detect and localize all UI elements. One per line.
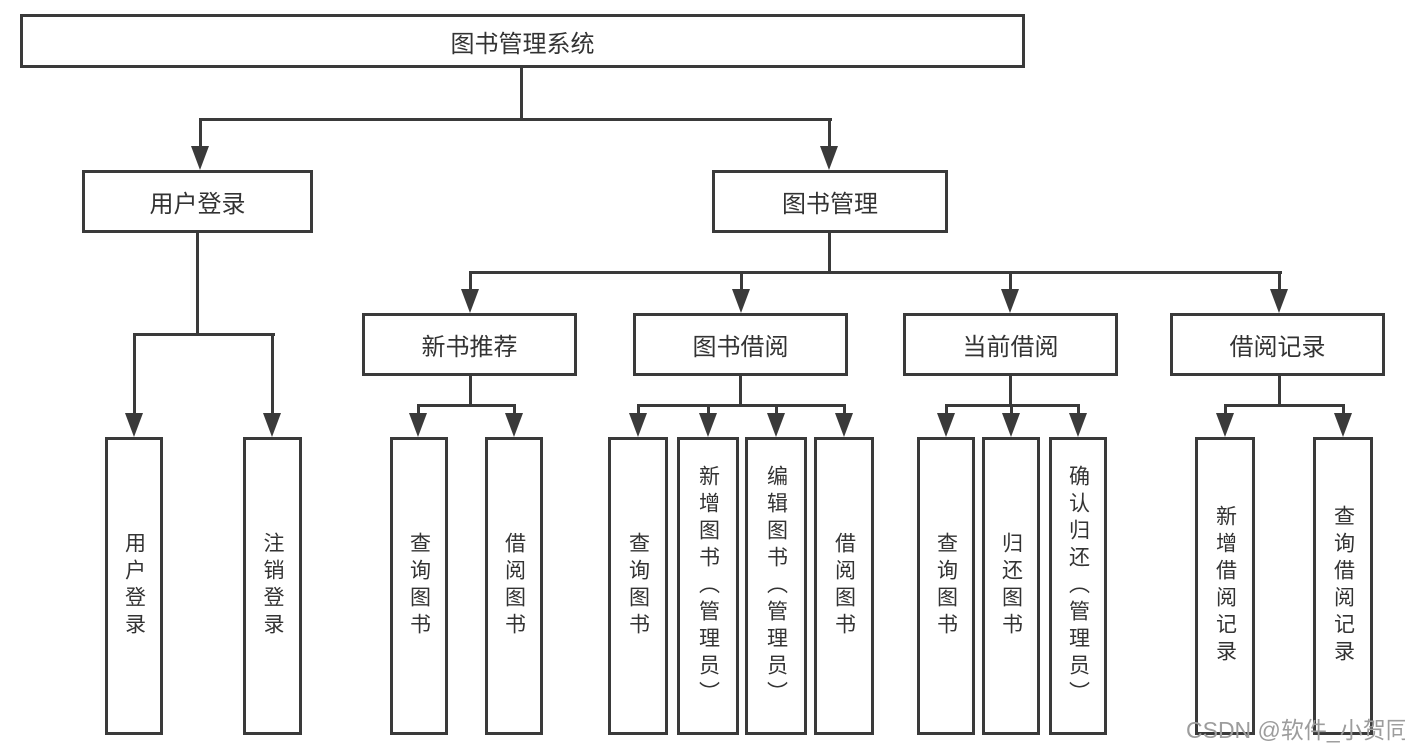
connector-login-vline: [196, 233, 199, 335]
leaf-edit-book-admin-label: 编辑图书（管理员）: [764, 464, 788, 708]
arrow-down: [820, 120, 838, 170]
node-new-book-recommend: 新书推荐: [362, 313, 577, 376]
leaf-add-book-admin-label: 新增图书（管理员）: [696, 464, 720, 708]
connector-level3-hline: [469, 271, 1282, 274]
leaf-query-books-current: 查询图书: [917, 437, 975, 735]
connector-recommend-hline: [417, 404, 516, 407]
arrow-down: [732, 274, 750, 313]
leaf-query-borrow-record: 查询借阅记录: [1313, 437, 1373, 735]
arrow-down: [125, 336, 143, 437]
node-borrow-records-label: 借阅记录: [1229, 334, 1326, 361]
watermark: CSDN @软件_小贺同学: [1186, 717, 1405, 743]
leaf-add-book-admin: 新增图书（管理员）: [677, 437, 739, 735]
leaf-logout-label: 注销登录: [261, 532, 284, 640]
leaf-borrow-books-recommend: 借阅图书: [485, 437, 543, 735]
connector-mgmt-vline: [828, 233, 831, 273]
node-current-borrow-label: 当前借阅: [962, 334, 1059, 361]
arrow-down: [629, 407, 647, 437]
leaf-query-borrow-record-label: 查询借阅记录: [1331, 505, 1355, 667]
connector-root-vline: [520, 68, 523, 120]
leaf-confirm-return-admin-label: 确认归还（管理员）: [1066, 464, 1090, 708]
node-book-borrow-label: 图书借阅: [692, 334, 789, 361]
arrow-down: [1334, 407, 1352, 437]
arrow-down: [505, 407, 523, 437]
node-book-management: 图书管理: [712, 170, 948, 233]
leaf-query-books-current-label: 查询图书: [934, 532, 958, 640]
connector-recommend-vline: [469, 376, 472, 406]
arrow-down: [767, 407, 785, 437]
arrow-down: [1069, 407, 1087, 437]
arrow-down: [835, 407, 853, 437]
arrow-down: [409, 407, 427, 437]
arrow-down: [1001, 274, 1019, 313]
leaf-borrow-books-borrow: 借阅图书: [814, 437, 874, 735]
arrow-down: [461, 274, 479, 313]
connector-current-vline: [1009, 376, 1012, 406]
leaf-borrow-books-borrow-label: 借阅图书: [832, 532, 856, 640]
arrow-down: [263, 336, 281, 437]
connector-current-hline: [945, 404, 1080, 407]
connector-level2-hline: [199, 118, 832, 121]
arrow-down: [1002, 407, 1020, 437]
node-book-management-label: 图书管理: [782, 191, 878, 218]
node-current-borrow: 当前借阅: [903, 313, 1118, 376]
leaf-user-login-label: 用户登录: [122, 532, 146, 640]
connector-borrow-vline: [739, 376, 742, 406]
leaf-logout: 注销登录: [243, 437, 302, 735]
leaf-query-books-recommend: 查询图书: [390, 437, 448, 735]
connector-records-vline: [1278, 376, 1281, 406]
leaf-query-books-borrow: 查询图书: [608, 437, 668, 735]
leaf-add-borrow-record-label: 新增借阅记录: [1213, 505, 1237, 667]
node-user-login-label: 用户登录: [149, 191, 246, 218]
leaf-borrow-books-recommend-label: 借阅图书: [502, 532, 526, 640]
node-new-book-recommend-label: 新书推荐: [421, 334, 518, 361]
leaf-query-books-recommend-label: 查询图书: [407, 532, 431, 640]
node-borrow-records: 借阅记录: [1170, 313, 1385, 376]
connector-borrow-hline: [637, 404, 846, 407]
node-root: 图书管理系统: [20, 14, 1025, 68]
leaf-query-books-borrow-label: 查询图书: [626, 532, 650, 640]
connector-records-hline: [1224, 404, 1345, 407]
leaf-confirm-return-admin: 确认归还（管理员）: [1049, 437, 1107, 735]
arrow-down: [191, 120, 209, 170]
node-user-login: 用户登录: [82, 170, 313, 233]
arrow-down: [1216, 407, 1234, 437]
leaf-add-borrow-record: 新增借阅记录: [1195, 437, 1255, 735]
leaf-user-login: 用户登录: [105, 437, 163, 735]
node-root-label: 图书管理系统: [450, 30, 595, 58]
leaf-return-book-label: 归还图书: [999, 532, 1023, 640]
leaf-return-book: 归还图书: [982, 437, 1040, 735]
node-book-borrow: 图书借阅: [633, 313, 848, 376]
arrow-down: [699, 407, 717, 437]
arrow-down: [937, 407, 955, 437]
leaf-edit-book-admin: 编辑图书（管理员）: [745, 437, 807, 735]
arrow-down: [1270, 274, 1288, 313]
connector-login-hline: [133, 333, 275, 336]
